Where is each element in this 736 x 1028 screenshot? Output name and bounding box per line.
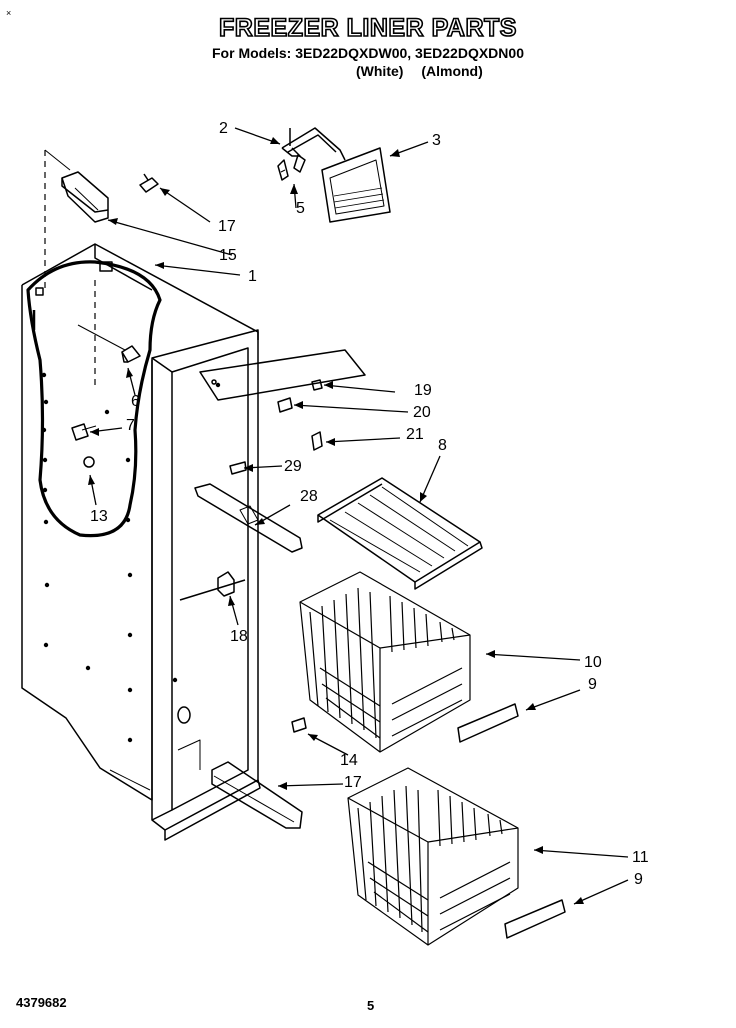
callout-29: 29 — [284, 458, 302, 475]
callout-15: 17 — [218, 218, 236, 235]
part-8-wire-shelf — [317, 477, 483, 590]
callout-9-lower: 9 — [634, 871, 643, 888]
part-3-cover — [321, 147, 391, 223]
corner-mark: × — [6, 8, 12, 18]
part-5-screw — [277, 159, 289, 181]
callout-7: 7 — [126, 417, 135, 434]
part-11-lower-basket — [347, 767, 519, 946]
document-number: 4379682 — [16, 995, 67, 1010]
callout-9-upper: 9 — [588, 676, 597, 693]
part-9-lower-rail — [504, 899, 566, 939]
part-14-bracket — [61, 171, 109, 223]
callout-13: 13 — [90, 508, 108, 525]
callout-14: 15 — [219, 247, 237, 264]
part-10-upper-basket — [299, 571, 471, 753]
callout-5: 5 — [296, 200, 305, 217]
part-28-shelf-support — [194, 483, 303, 553]
callout-11: 11 — [632, 849, 649, 866]
color-white: (White) — [356, 63, 404, 79]
part-19-clip — [217, 571, 235, 597]
callout-22: 21 — [406, 426, 424, 443]
callout-28: 28 — [300, 488, 318, 505]
part-17-bottom-rail — [211, 761, 303, 829]
callout-8: 8 — [438, 437, 447, 454]
part-20-screw — [311, 379, 323, 391]
freezer-liner — [21, 149, 261, 841]
color-variants: (White) (Almond) — [356, 63, 497, 79]
part-18-screw — [291, 717, 307, 733]
callout-19: 18 — [230, 628, 248, 645]
callout-1: 1 — [248, 268, 257, 285]
part-15-screw — [139, 173, 159, 193]
callout-20: 19 — [414, 382, 432, 399]
part-13-plug — [83, 456, 95, 468]
page-number: 5 — [367, 998, 375, 1013]
callout-6: 6 — [131, 393, 140, 410]
callout-18: 14 — [340, 752, 358, 769]
part-9-upper-rail — [457, 703, 519, 743]
part-6-clip — [121, 345, 141, 363]
callout-17: 17 — [344, 774, 362, 791]
part-22-clip — [311, 431, 323, 451]
part-21-clip — [277, 397, 293, 413]
page-title: FREEZER LINER PARTS — [218, 13, 517, 43]
part-2-hinge — [281, 127, 346, 173]
liner-holes — [41, 372, 221, 743]
callout-3: 3 — [432, 132, 441, 149]
callout-2: 2 — [219, 120, 228, 137]
color-almond: (Almond) — [421, 63, 483, 79]
part-7-clip — [71, 423, 97, 441]
leader-arrowheads — [88, 137, 584, 904]
callout-10: 10 — [584, 654, 602, 671]
callout-21: 20 — [413, 404, 431, 421]
model-numbers: For Models: 3ED22DQXDW00, 3ED22DQXDN00 — [212, 45, 524, 61]
part-20-cover-plate — [199, 349, 366, 401]
part-29-screw — [229, 461, 247, 475]
